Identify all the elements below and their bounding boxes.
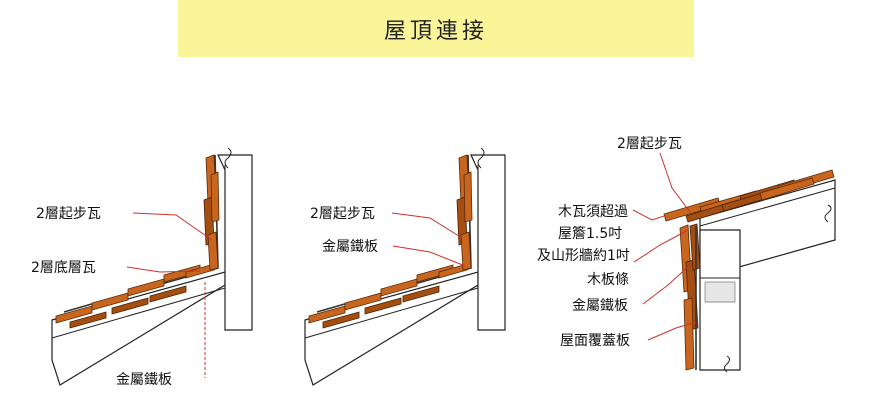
base-shingles: [55, 263, 215, 329]
step-shingles: [456, 154, 473, 271]
wood-strip: [704, 281, 736, 303]
label-overhang-2: 屋簷1.5吋: [558, 226, 622, 242]
leader-1b: [126, 266, 201, 273]
label-overhang-1: 木瓦須超過: [558, 204, 628, 220]
wall: [470, 154, 506, 331]
label-starter-shingle: 2層起步瓦: [310, 206, 375, 222]
label-roof-sheathing: 屋面覆蓋板: [560, 333, 630, 349]
leader-3a: [659, 152, 691, 213]
step-shingles: [203, 154, 220, 271]
label-metal-flashing: 金屬鐵板: [572, 297, 628, 314]
label-metal-flashing: 金屬鐵板: [322, 238, 378, 255]
diagram-1: 2層起步瓦 2層底層瓦 金屬鐵板: [31, 147, 253, 388]
leader-1a: [132, 212, 213, 241]
label-starter-shingle: 2層起步瓦: [617, 136, 682, 152]
wall: [217, 154, 253, 331]
leader-3e: [647, 321, 697, 341]
leader-2a: [391, 212, 463, 239]
label-metal-flashing: 金屬鐵板: [116, 371, 172, 388]
label-wood-strip: 木板條: [587, 272, 629, 288]
diagram-3: 2層起步瓦 木瓦須超過 屋簷1.5吋 及山形牆約1吋 木板條 金屬鐵板 屋面覆蓋…: [537, 136, 836, 373]
title-banner: 屋頂連接: [178, 0, 694, 57]
leader-3d: [642, 264, 691, 305]
base-shingles: [308, 263, 468, 329]
label-base-shingle: 2層底層瓦: [31, 260, 96, 276]
page-title: 屋頂連接: [383, 18, 488, 44]
label-overhang-3: 及山形牆約1吋: [537, 248, 630, 264]
label-starter-shingle: 2層起步瓦: [36, 206, 101, 222]
gable-shingles: [679, 223, 701, 371]
roof-shingles: [663, 169, 835, 223]
leader-2b: [392, 245, 466, 267]
leader-3b: [632, 209, 665, 221]
diagram-2: 2層起步瓦 金屬鐵板: [304, 147, 506, 386]
leader-3c: [633, 229, 689, 263]
